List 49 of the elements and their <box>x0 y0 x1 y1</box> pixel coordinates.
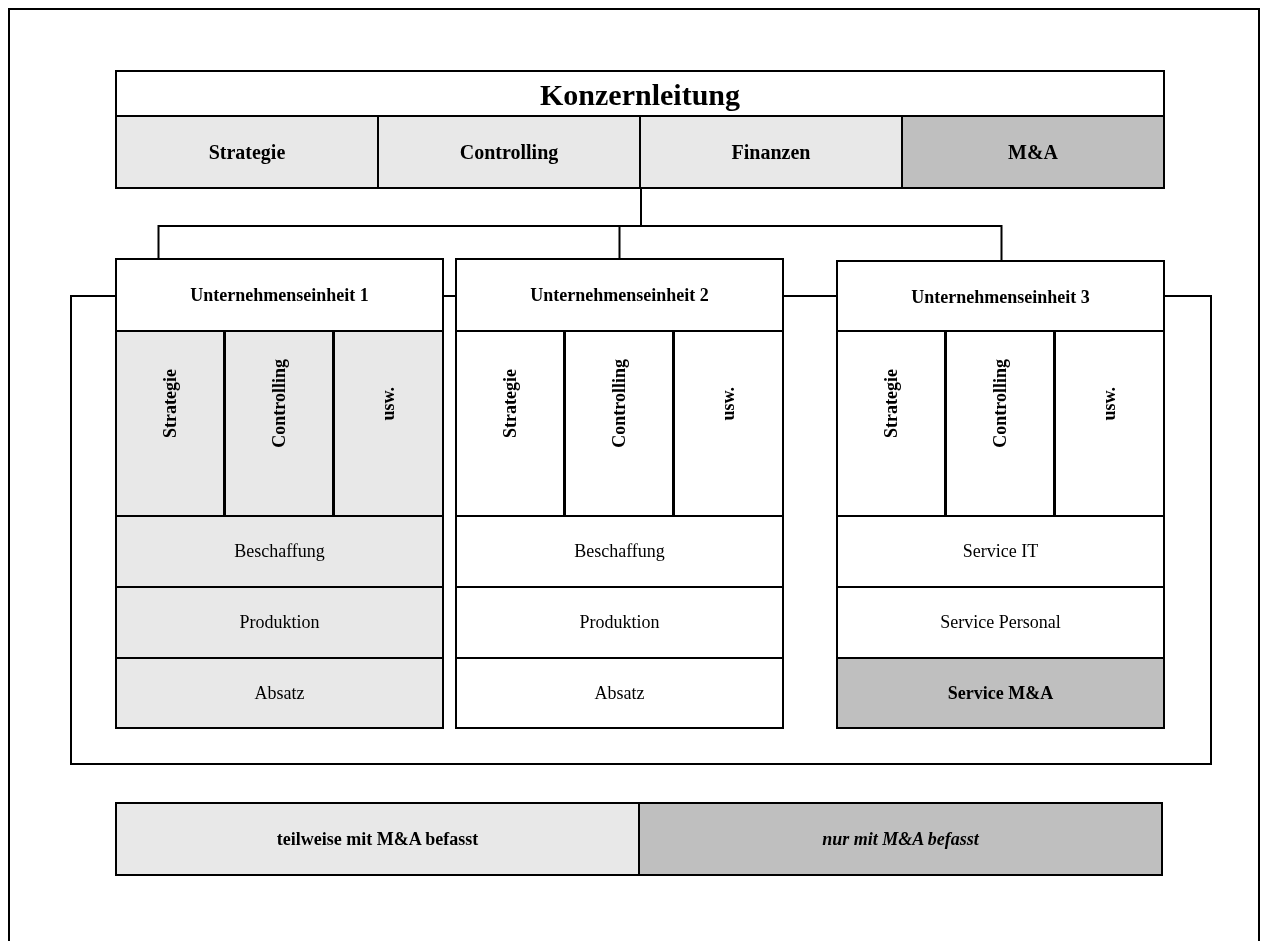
function-box <box>115 115 379 189</box>
function-label: Controlling <box>459 140 559 164</box>
function-box <box>836 657 1165 729</box>
function-label: Produktion <box>579 612 660 633</box>
function-box <box>945 330 1055 517</box>
legend-label: nur mit M&A befasst <box>822 828 979 850</box>
function-box <box>564 330 674 517</box>
function-label: Strategie <box>499 369 521 438</box>
function-box <box>115 330 225 517</box>
function-box <box>455 330 565 517</box>
function-box <box>836 330 946 517</box>
function-label: Strategie <box>159 369 181 438</box>
function-label: Absatz <box>254 682 305 704</box>
function-label: Strategie <box>880 369 902 438</box>
function-label: Finanzen <box>731 140 811 164</box>
unit-heading: Unternehmenseinheit 3 <box>910 285 1091 309</box>
function-label: M&A <box>1008 140 1058 164</box>
function-box <box>1054 330 1165 517</box>
function-label: usw. <box>718 386 739 421</box>
function-label: Produktion <box>239 612 320 633</box>
business-unit-box <box>455 258 784 729</box>
management-box <box>115 70 1165 189</box>
function-label: Absatz <box>594 682 645 704</box>
function-box <box>639 115 903 189</box>
function-label: Beschaffung <box>234 541 325 562</box>
unit-heading: Unternehmenseinheit 2 <box>529 283 710 307</box>
function-label: Controlling <box>608 359 630 448</box>
function-box <box>901 115 1165 189</box>
function-label: Service IT <box>962 541 1039 562</box>
function-label: Service M&A <box>947 682 1054 704</box>
function-box <box>333 330 444 517</box>
function-box <box>673 330 784 517</box>
function-label: usw. <box>378 386 399 421</box>
function-label: Service Personal <box>940 612 1061 633</box>
function-label: Controlling <box>268 359 290 448</box>
function-box <box>115 515 444 588</box>
function-label: Controlling <box>989 359 1011 448</box>
legend-label: teilweise mit M&A befasst <box>276 828 479 850</box>
title-text: Konzernleitung <box>539 76 741 113</box>
function-box <box>224 330 334 517</box>
function-box <box>115 586 444 659</box>
unit-heading: Unternehmenseinheit 1 <box>189 283 370 307</box>
function-label: Strategie <box>208 140 286 164</box>
function-label: Beschaffung <box>574 541 665 562</box>
function-box <box>115 657 444 729</box>
function-box <box>377 115 641 189</box>
business-unit-box <box>836 260 1165 729</box>
business-unit-box <box>115 258 444 729</box>
function-label: usw. <box>1099 386 1120 421</box>
